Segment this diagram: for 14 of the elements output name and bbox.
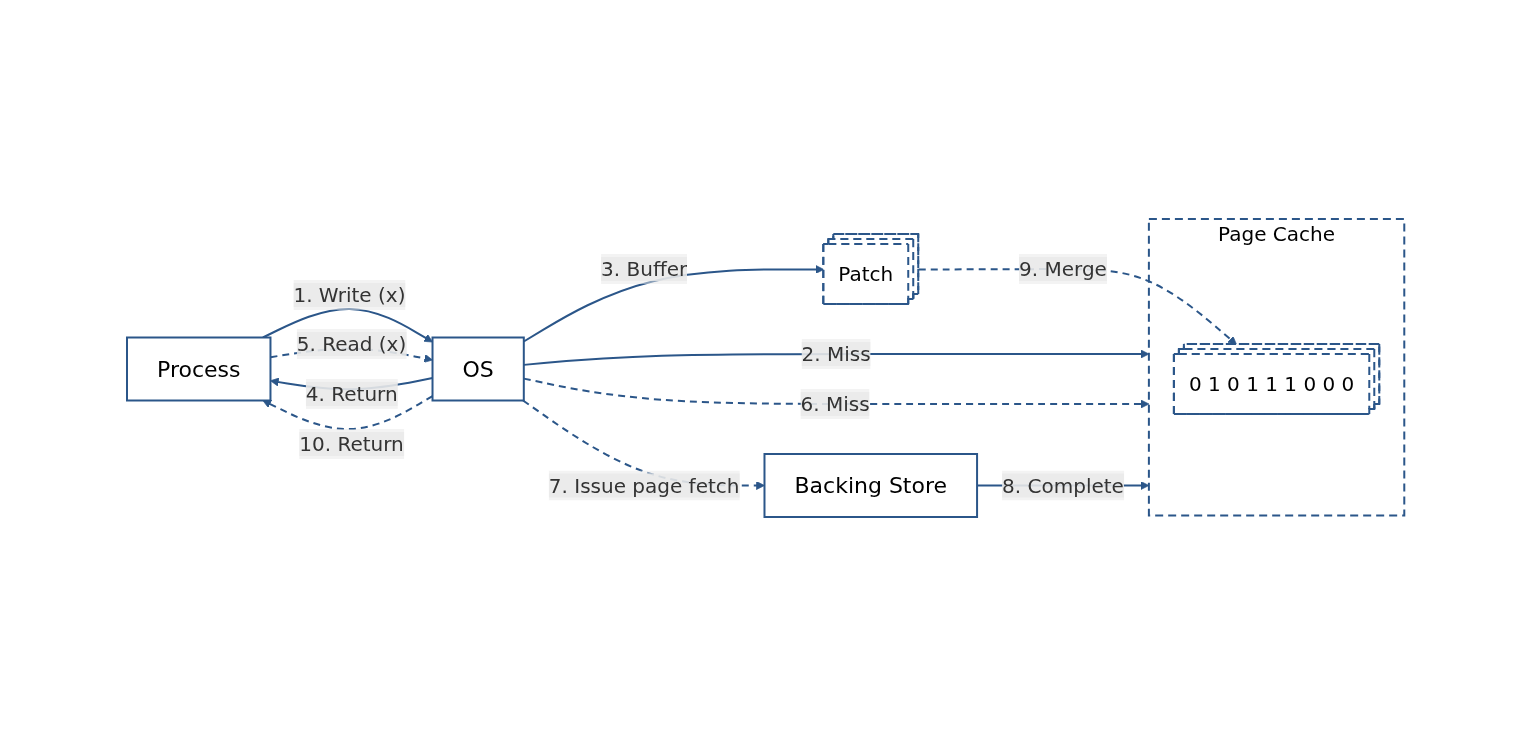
edge-label: 5. Read (x)	[297, 332, 407, 356]
edge-label: 4. Return	[306, 381, 398, 406]
edge-label: 10. Return	[299, 432, 405, 456]
node-box: Process	[126, 336, 272, 402]
edge-label: 3. Buffer	[601, 257, 688, 281]
edge-label: 9. Merge	[1019, 257, 1108, 281]
edge-label: 7. Issue page fetch	[549, 473, 740, 498]
edge-label: 1. Write (x)	[293, 283, 406, 307]
edge-label: 2. Miss	[801, 342, 871, 366]
edge-label: 6. Miss	[800, 392, 870, 416]
edge-label: 8. Complete	[1002, 473, 1125, 498]
node-box: OS	[431, 336, 526, 402]
arrow	[523, 265, 825, 343]
node-box: Backing Store	[763, 453, 979, 518]
